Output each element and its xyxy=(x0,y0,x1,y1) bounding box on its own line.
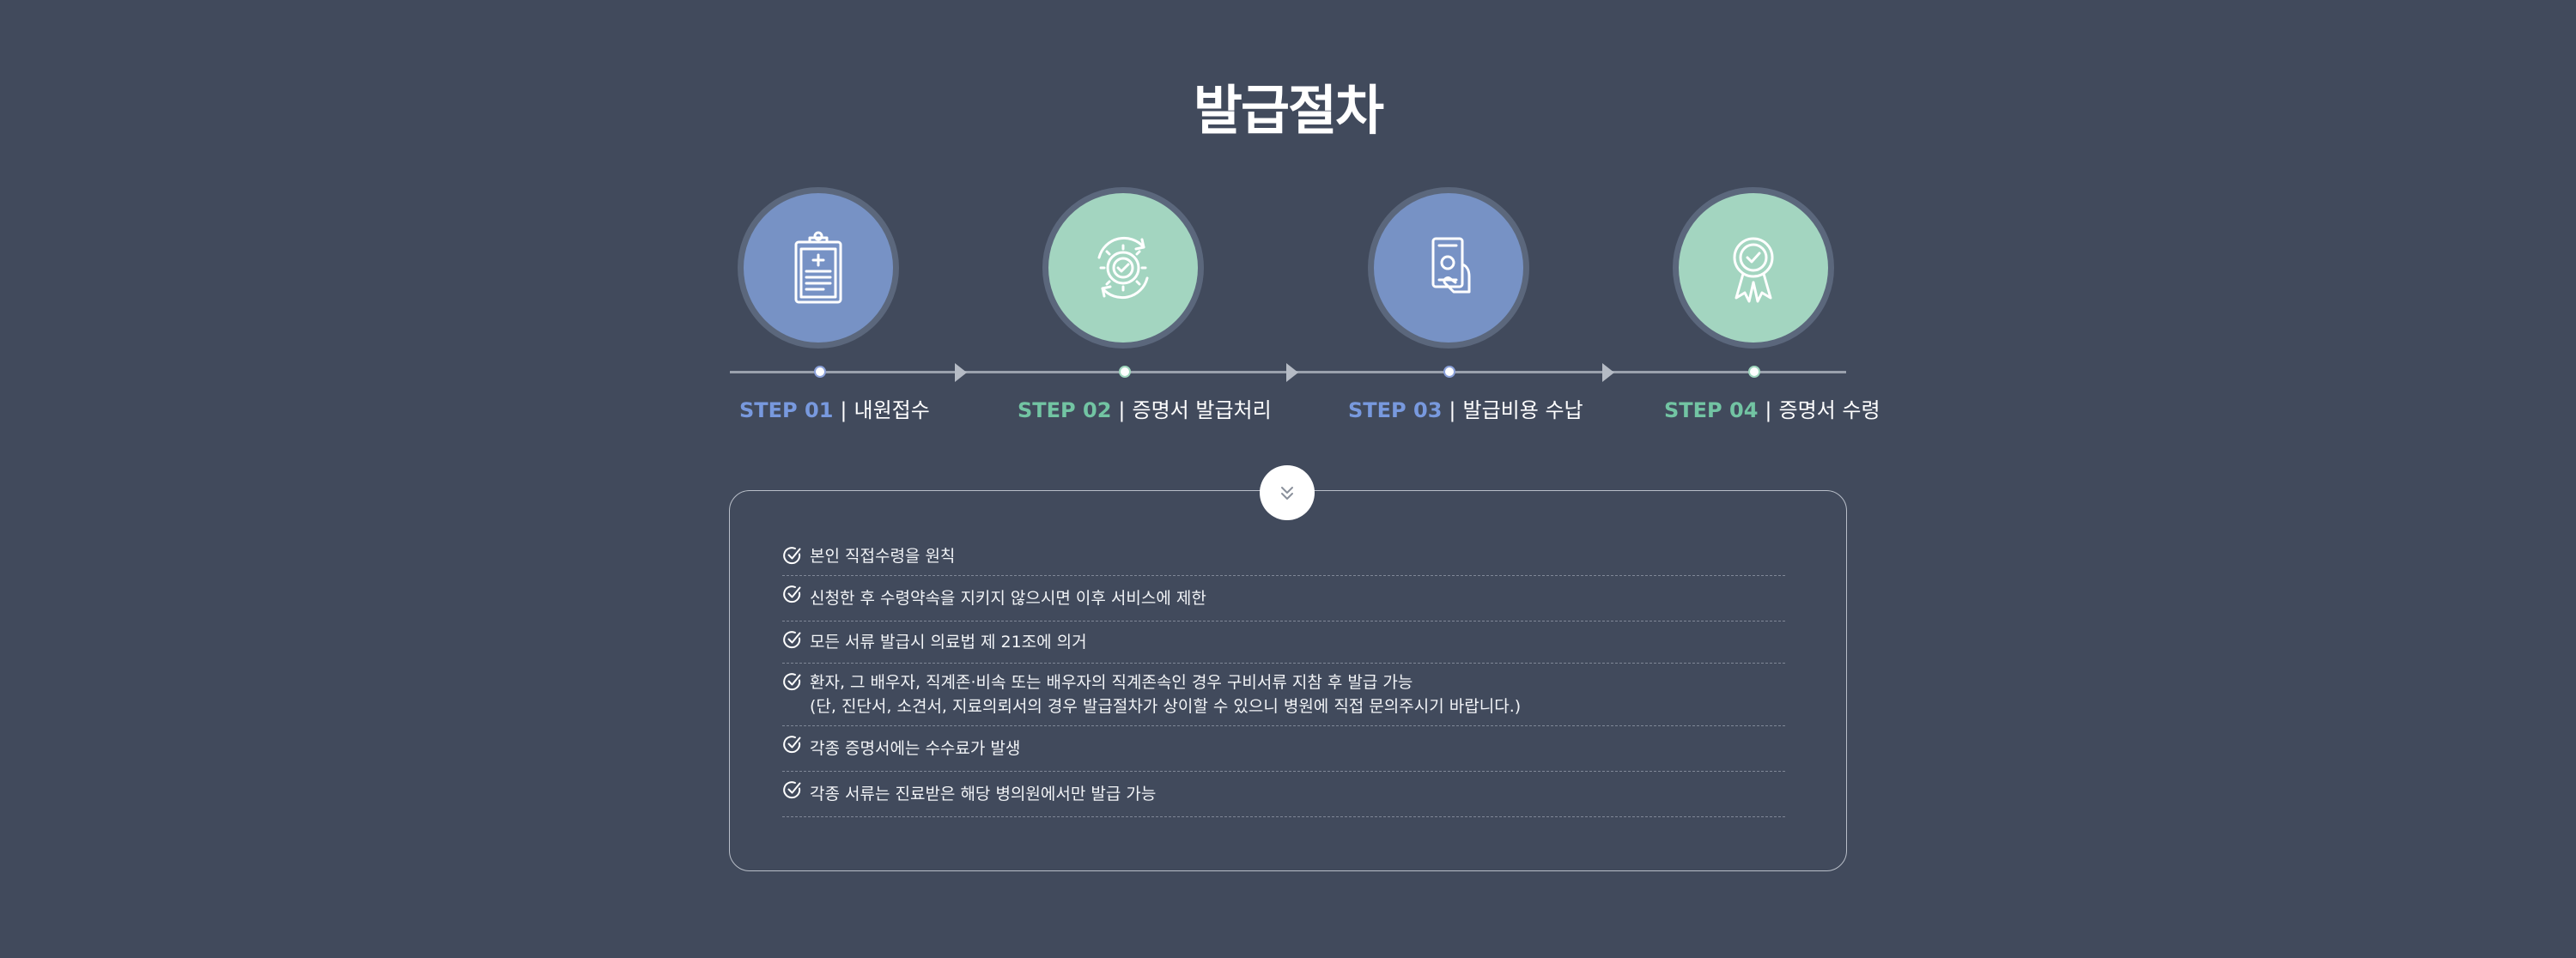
notice-item: 각종 증명서에는 수수료가 발생 xyxy=(782,726,1785,772)
notice-text: 본인 직접수령을 원칙 xyxy=(810,547,956,566)
step-number: STEP 01 xyxy=(739,398,834,422)
step-separator: | xyxy=(1765,398,1772,422)
notice-item: 각종 서류는 진료받은 해당 병의원에서만 발급 가능 xyxy=(782,772,1785,817)
step-name: 증명서 발급처리 xyxy=(1132,398,1272,422)
step-2-label: STEP 02|증명서 발급처리 xyxy=(1018,393,1272,423)
timeline-dot xyxy=(1748,366,1760,378)
step-1-circle xyxy=(738,187,899,349)
step-separator: | xyxy=(1449,398,1456,422)
check-circle-icon xyxy=(783,547,801,565)
double-chevron-down-icon xyxy=(1281,487,1293,500)
notice-item: 신청한 후 수령약속을 지키지 않으시면 이후 서비스에 제한 xyxy=(782,576,1785,621)
step-1-label: STEP 01|내원접수 xyxy=(739,393,930,423)
step-separator: | xyxy=(1118,398,1126,422)
timeline-arrow xyxy=(955,363,967,382)
check-circle-icon xyxy=(783,631,801,649)
payment-icon xyxy=(1431,237,1471,294)
notice-text: 각종 증명서에는 수수료가 발생 xyxy=(810,739,1021,758)
check-circle-icon xyxy=(783,781,801,799)
check-circle-icon xyxy=(783,736,801,754)
check-circle-icon xyxy=(783,585,801,603)
gear-check-icon xyxy=(1097,236,1149,300)
notice-item: 환자, 그 배우자, 직계존·비속 또는 배우자의 직계존속인 경우 구비서류 … xyxy=(782,664,1785,726)
clipboard-icon xyxy=(794,231,842,304)
step-3-label: STEP 03|발급비용 수납 xyxy=(1348,393,1583,423)
scroll-down-button[interactable] xyxy=(1260,465,1315,520)
timeline-dot xyxy=(1119,366,1131,378)
timeline-dot xyxy=(1443,366,1455,378)
notice-text: 환자, 그 배우자, 직계존·비속 또는 배우자의 직계존속인 경우 구비서류 … xyxy=(810,673,1413,692)
notice-text: (단, 진단서, 소견서, 지료의뢰서의 경우 발급절차가 상이할 수 있으니 … xyxy=(810,697,1522,716)
timeline-arrow xyxy=(1286,363,1298,382)
step-4-label: STEP 04|증명서 수령 xyxy=(1664,393,1880,423)
step-separator: | xyxy=(840,398,848,422)
certificate-badge-icon xyxy=(1733,237,1774,303)
notice-text: 모든 서류 발급시 의료법 제 21조에 의거 xyxy=(810,633,1087,652)
check-circle-icon xyxy=(783,673,801,691)
notice-text: 각종 서류는 진료받은 해당 병의원에서만 발급 가능 xyxy=(810,785,1157,803)
step-4-circle xyxy=(1673,187,1834,349)
page-title: 발급절차 xyxy=(1193,79,1384,142)
timeline-arrow xyxy=(1602,363,1614,382)
step-number: STEP 03 xyxy=(1348,398,1443,422)
step-3-circle xyxy=(1368,187,1529,349)
step-number: STEP 04 xyxy=(1664,398,1759,422)
step-2-circle xyxy=(1042,187,1204,349)
step-name: 내원접수 xyxy=(854,398,930,422)
timeline-dot xyxy=(814,366,826,378)
step-name: 증명서 수령 xyxy=(1778,398,1880,422)
notice-item: 본인 직접수령을 원칙 xyxy=(782,537,1785,576)
step-name: 발급비용 수납 xyxy=(1462,398,1583,422)
step-number: STEP 02 xyxy=(1018,398,1112,422)
notice-text: 신청한 후 수령약속을 지키지 않으시면 이후 서비스에 제한 xyxy=(810,589,1206,608)
notice-item: 모든 서류 발급시 의료법 제 21조에 의거 xyxy=(782,621,1785,664)
